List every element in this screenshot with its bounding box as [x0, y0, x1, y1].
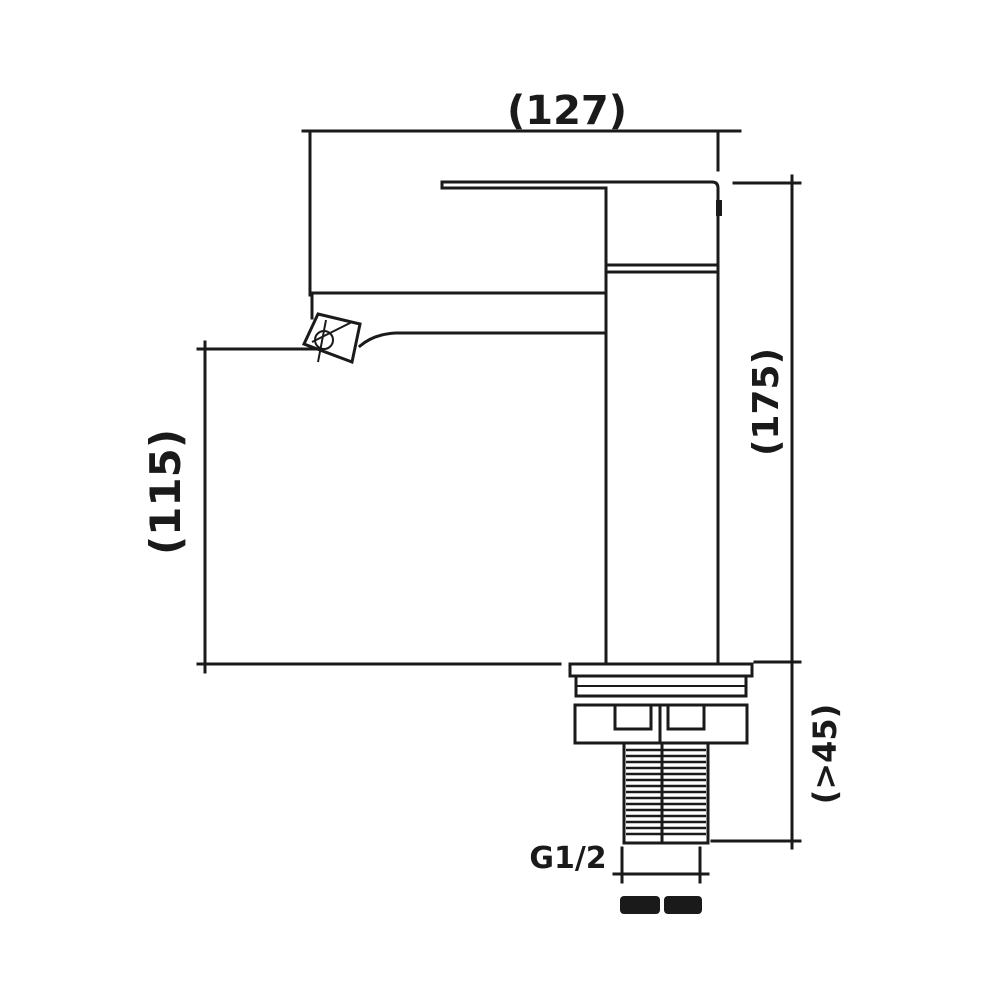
threaded-shank [622, 741, 710, 845]
aerator-line [311, 321, 353, 343]
aerator [301, 312, 362, 365]
spout-bottom [357, 331, 608, 349]
height-label: (175) [746, 348, 787, 456]
base-plate [568, 662, 754, 678]
handle-knob [716, 200, 722, 216]
fitting-stub-left [620, 896, 660, 914]
faucet-body [301, 180, 722, 666]
shank-body [622, 741, 710, 845]
dimension-shank: (>45) [710, 660, 844, 850]
faucet-base [568, 662, 754, 745]
dimension-height: (175) [732, 174, 802, 672]
nut-tab-right [666, 703, 706, 731]
width-label: (127) [507, 88, 627, 134]
shank-length-label: (>45) [806, 704, 844, 805]
fitting-stub-right [664, 896, 702, 914]
nut-tab-left [613, 703, 653, 731]
dimension-width: (127) [301, 88, 742, 297]
thread-label: G1/2 [529, 841, 606, 876]
handle-lever [440, 180, 720, 234]
spout-height-label: (115) [141, 429, 190, 555]
dimension-thread: G1/2 [529, 841, 710, 914]
aerator-axis [317, 319, 327, 363]
dimension-spout-height: (115) [141, 340, 562, 674]
